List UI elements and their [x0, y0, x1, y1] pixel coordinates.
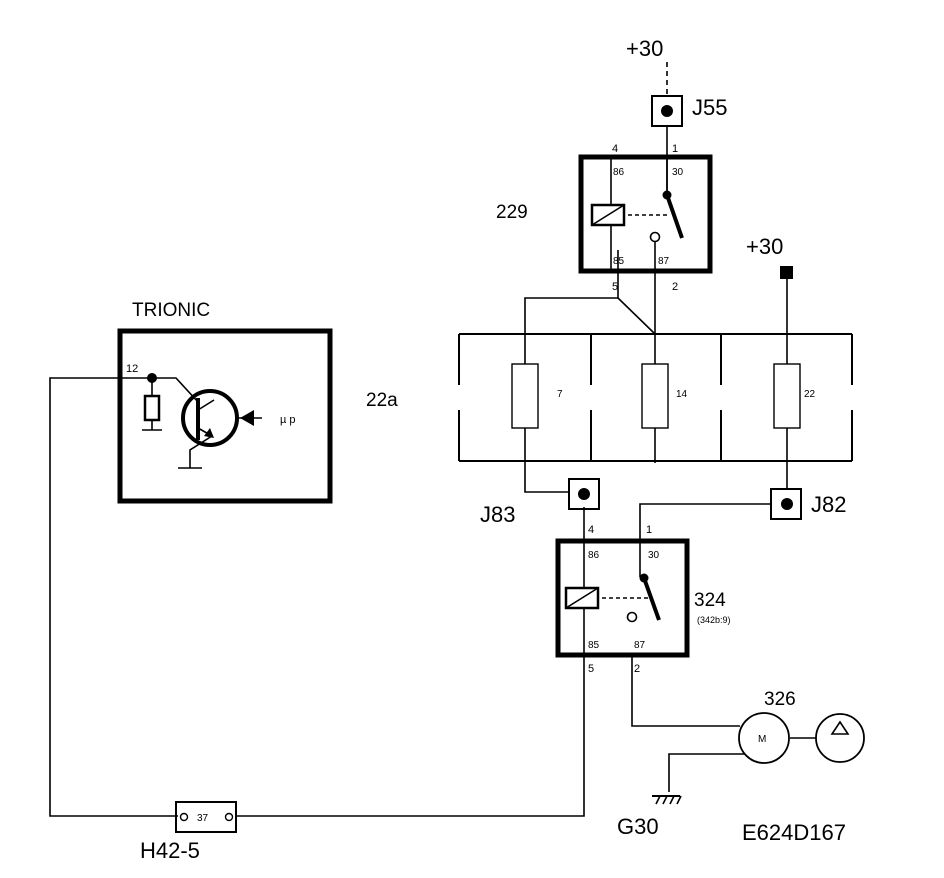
relay-229-pin-2: 2	[672, 281, 678, 293]
pump-triangle	[830, 720, 850, 735]
trionic-label: TRIONIC	[132, 300, 210, 321]
relay-324-term-87: 87	[634, 640, 646, 651]
junction-j83-label: J83	[480, 502, 515, 527]
ground-g30	[652, 795, 682, 805]
junction-j55-label: J55	[692, 95, 727, 120]
fuse-7-number: 7	[557, 389, 563, 400]
wire-h42-trionic	[49, 377, 178, 817]
fuel-pump-326	[738, 712, 865, 764]
pump-label: 326	[764, 689, 796, 710]
relay-324-pin-1: 1	[646, 524, 652, 536]
wire-pump-ground	[668, 753, 765, 792]
fuse-14-number: 14	[676, 389, 688, 400]
relay-229-pin-1: 1	[672, 143, 678, 155]
relay-229-contact-87	[649, 231, 661, 243]
relay-229-label: 229	[496, 202, 528, 223]
wire-relay229-85-diag	[617, 297, 655, 334]
fuse-22	[773, 363, 801, 429]
relay-324-term-30: 30	[648, 550, 660, 561]
trionic-pin-12: 12	[126, 363, 138, 375]
wire-relay229-85-j83	[524, 250, 619, 493]
wire-j82-relay324	[639, 503, 770, 541]
relay-324-contact-arm	[642, 577, 661, 621]
connector-h42-5	[175, 801, 237, 833]
junction-j82	[770, 488, 802, 520]
wire-relay324-87-pump	[631, 656, 740, 727]
fuse-22-number: 22	[804, 389, 816, 400]
ground-g30-label: G30	[617, 814, 659, 839]
connector-h42-5-pin: 37	[197, 813, 209, 824]
fuse-7	[511, 363, 539, 429]
drawing-code: E624D167	[742, 820, 846, 845]
junction-j82-label: J82	[811, 492, 846, 517]
wire-relay324-85-h42	[236, 656, 585, 817]
relay-324-pin-4: 4	[588, 524, 594, 536]
trionic-ecu	[117, 328, 333, 504]
pump-motor	[738, 712, 790, 764]
relay-324-pin-2: 2	[634, 663, 640, 675]
relay-324-label: 324	[694, 590, 726, 611]
fuse-box	[458, 333, 853, 462]
trionic-input-label: µ p	[280, 414, 296, 426]
relay-324	[555, 538, 690, 658]
pump-unit	[815, 713, 865, 763]
relay-229-term-86: 86	[613, 167, 625, 178]
relay-229-pin-5: 5	[612, 281, 618, 293]
fuse-14	[641, 363, 669, 429]
pump-motor-letter: M	[758, 734, 766, 745]
relay-324-term-86: 86	[588, 550, 600, 561]
connector-h42-5-label: H42-5	[140, 838, 200, 863]
relay-229-term-30: 30	[672, 167, 684, 178]
wiring	[49, 62, 816, 817]
supply-terminal-right	[780, 266, 793, 279]
junction-j55	[651, 95, 683, 127]
relay-324-sublabel: (342b:9)	[697, 615, 731, 625]
relay-229-term-87: 87	[658, 256, 670, 267]
supply-label-top: +30	[626, 36, 663, 61]
relay-229-pin-4: 4	[612, 143, 618, 155]
relay-229	[578, 154, 713, 274]
relay-229-term-85: 85	[613, 256, 625, 267]
trionic-resistor	[143, 394, 161, 422]
supply-label-right: +30	[746, 234, 783, 259]
fuse-box-label: 22a	[366, 390, 398, 411]
junction-j83	[568, 478, 600, 510]
relay-229-contact-arm	[665, 194, 684, 239]
relay-324-contact-87	[626, 611, 638, 623]
relay-324-pin-5: 5	[588, 663, 594, 675]
relay-324-term-85: 85	[588, 640, 600, 651]
